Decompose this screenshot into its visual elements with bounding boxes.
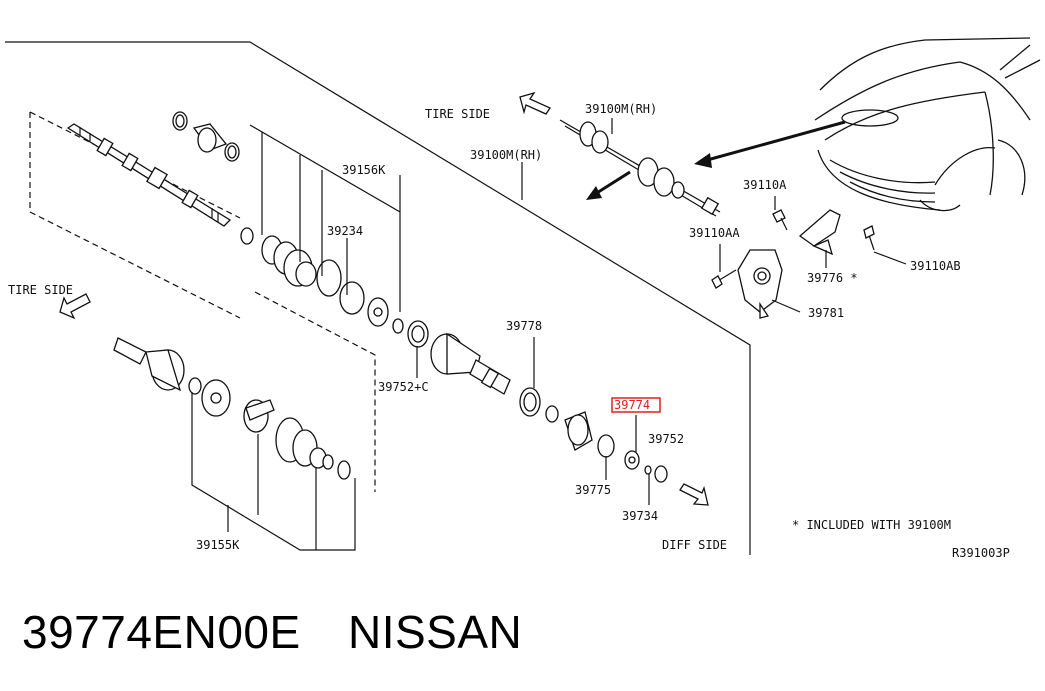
caption-part-number: 39774EN00E bbox=[22, 606, 301, 658]
label-39775: 39775 bbox=[575, 483, 611, 497]
label-39155k: 39155K bbox=[196, 538, 240, 552]
drive-shaft-middle bbox=[430, 332, 668, 483]
label-39734: 39734 bbox=[622, 509, 658, 523]
label-39752-c: 39752+C bbox=[378, 380, 429, 394]
arrow-diff-side bbox=[679, 483, 709, 506]
boot-kit-upper bbox=[240, 227, 429, 348]
frame-outline bbox=[5, 41, 751, 555]
label-diff-side: DIFF SIDE bbox=[662, 538, 727, 552]
dashed-box-upper bbox=[29, 112, 241, 319]
label-39781: 39781 bbox=[808, 306, 844, 320]
label-39234: 39234 bbox=[327, 224, 363, 238]
arrow-tire-side-top bbox=[519, 91, 551, 115]
label-39100m-rh-inset: 39100M(RH) bbox=[585, 102, 657, 116]
label-39752: 39752 bbox=[648, 432, 684, 446]
caption-brand: NISSAN bbox=[348, 606, 522, 658]
bolt-39110a bbox=[772, 209, 788, 231]
label-39100m-rh-main: 39100M(RH) bbox=[470, 148, 542, 162]
bracket-39155k bbox=[191, 392, 356, 551]
part-39774-highlight-box bbox=[611, 397, 661, 413]
heat-shield-39776 bbox=[798, 209, 841, 256]
bearing-bracket-39781 bbox=[737, 249, 783, 319]
pointer-arrow-car bbox=[694, 120, 846, 168]
bolt-39110ab bbox=[863, 225, 875, 251]
boot-kit-lower bbox=[243, 399, 351, 480]
footnote-included: * INCLUDED WITH 39100M bbox=[792, 518, 951, 532]
clamp-parts-top bbox=[172, 111, 240, 162]
reference-code: R391003P bbox=[952, 546, 1010, 560]
dashed-box-lower bbox=[254, 291, 376, 492]
drive-shaft-upper bbox=[66, 123, 232, 227]
label-tire-side-left: TIRE SIDE bbox=[8, 283, 73, 297]
label-39156k: 39156K bbox=[342, 163, 386, 177]
bracket-39156k bbox=[249, 124, 401, 312]
label-39110ab: 39110AB bbox=[910, 259, 961, 273]
arrow-tire-side-left bbox=[59, 293, 91, 320]
label-39776: 39776 * bbox=[807, 271, 858, 285]
outer-joint-lower bbox=[113, 337, 231, 417]
label-39110aa: 39110AA bbox=[689, 226, 740, 240]
pointer-arrow-shaft bbox=[586, 170, 631, 200]
inset-drive-shaft bbox=[559, 119, 721, 217]
label-39778: 39778 bbox=[506, 319, 542, 333]
car-illustration bbox=[814, 37, 1041, 212]
bolt-39110aa bbox=[711, 269, 737, 289]
label-39774-highlighted: 39774 bbox=[614, 398, 650, 412]
label-39110a: 39110A bbox=[743, 178, 787, 192]
label-tire-side-top: TIRE SIDE bbox=[425, 107, 490, 121]
